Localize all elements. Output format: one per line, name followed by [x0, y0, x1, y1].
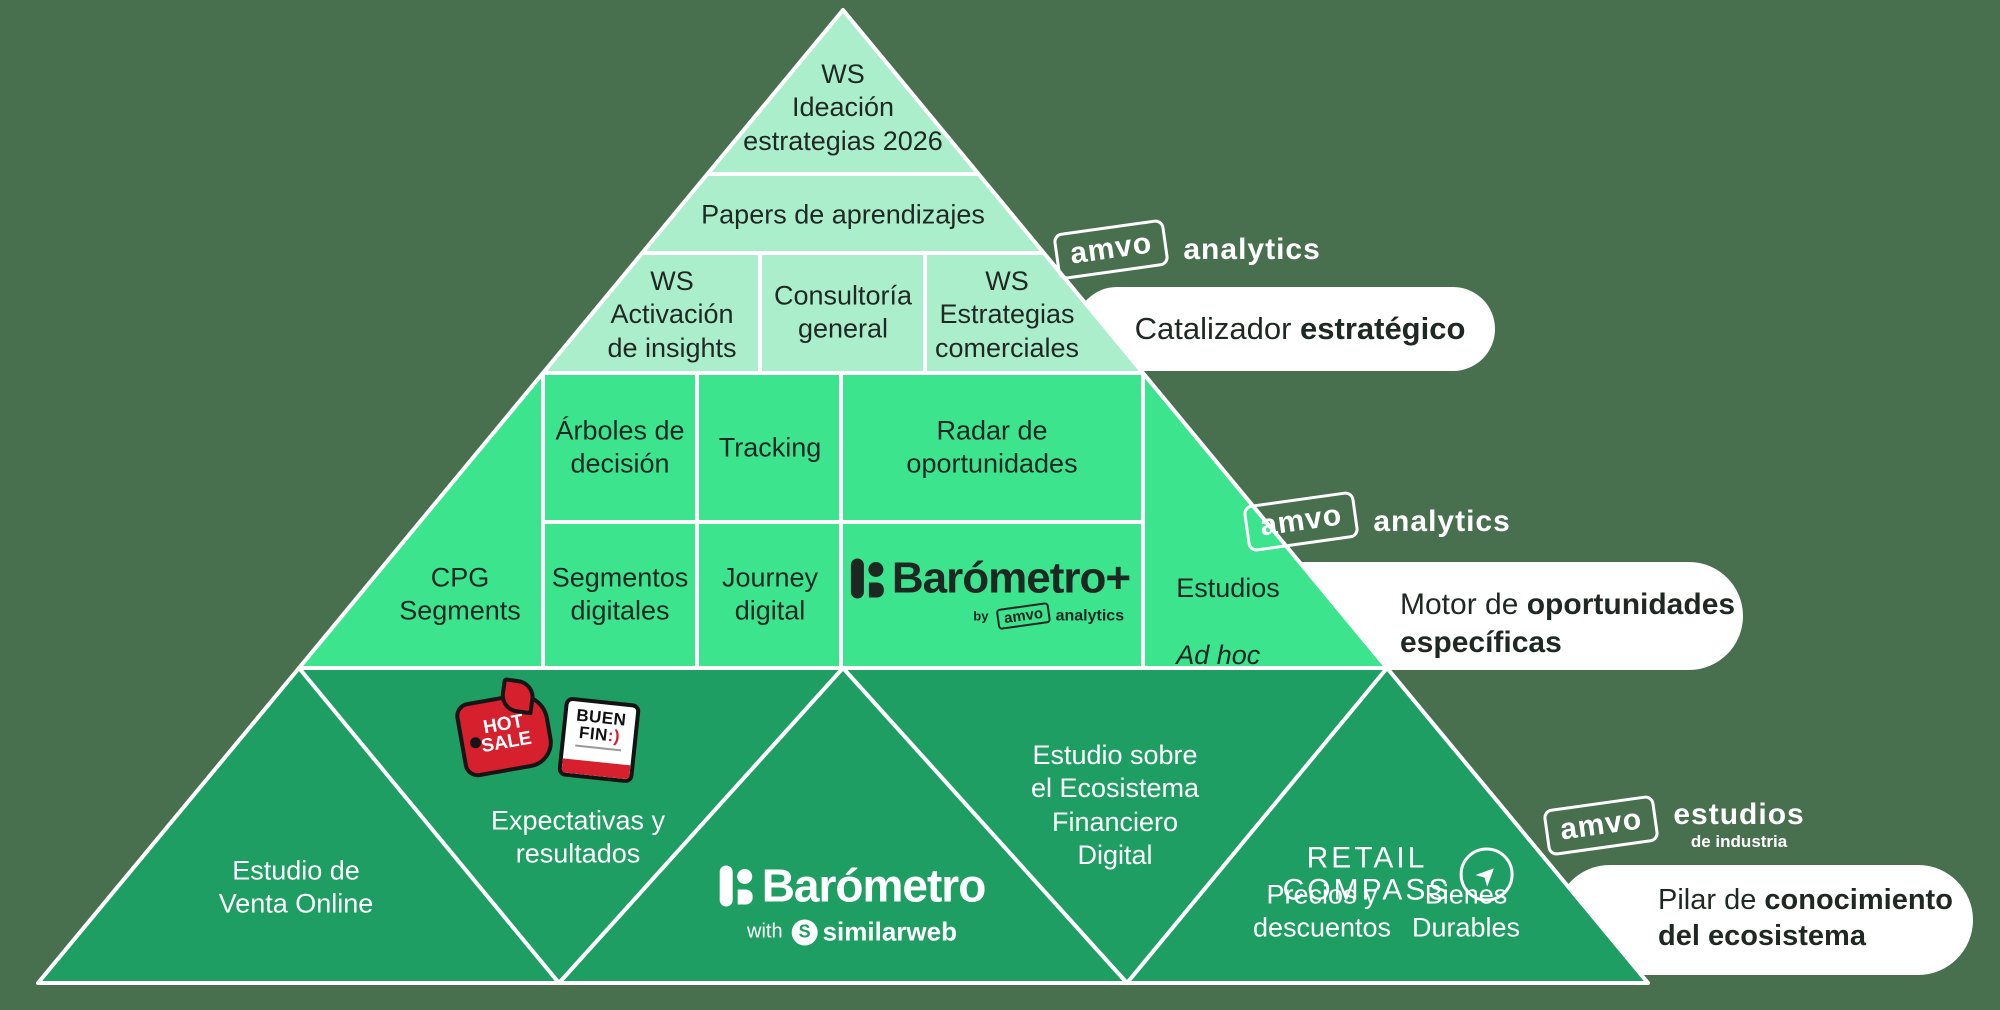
- barometro-plus-icon: [850, 558, 884, 599]
- tier-middle-dividers: [541, 373, 1145, 668]
- label-arboles: Árboles de decisión: [555, 415, 685, 479]
- label-radar: Radar de oportunidades: [906, 415, 1078, 479]
- label-ws-ideacion: WS Ideación estrategias 2026: [743, 58, 943, 156]
- compass-icon: ➤: [1459, 847, 1514, 901]
- tier-top-dividers: [643, 172, 1043, 373]
- label-estudios-adhoc: Estudios Ad hoc: [1176, 572, 1280, 670]
- pill-motor-label: Motor de oportunidades específicas: [1400, 588, 1736, 659]
- label-precios: Precios y descuentos: [1252, 879, 1392, 943]
- label-ws-estrategias: WS Estrategias comerciales: [934, 265, 1080, 363]
- barometro-similarweb-logo: Barómetro with S similarweb: [719, 859, 986, 948]
- barometro-plus-logo: Barómetro+ by amvo analytics: [850, 554, 1131, 631]
- tier-bottom-dividers: [297, 666, 1389, 985]
- amvo-mini-icon: amvo: [995, 601, 1051, 631]
- retail-compass-logo: RETAIL COMPASS ➤: [1283, 842, 1514, 906]
- pill-pilar-label: Pilar de conocimiento del ecosistema: [1658, 884, 1953, 953]
- label-venta-online: Estudio de Venta Online: [218, 855, 374, 919]
- amvo-estudios-logo: amvo estudios de industria: [1542, 793, 1805, 857]
- label-bienes: Bienes Durables: [1411, 879, 1521, 943]
- pill-catalizador-label: Catalizador estratégico: [1134, 311, 1466, 346]
- label-ecosistema-financiero: Estudio sobre el Ecosistema Financiero D…: [1030, 740, 1200, 871]
- amvo-box-icon: amvo: [1052, 218, 1171, 281]
- label-expectativas: Expectativas y resultados: [490, 805, 666, 869]
- similarweb-icon: S: [791, 919, 818, 945]
- pill-catalizador: [1075, 287, 1495, 371]
- label-tracking: Tracking: [718, 432, 822, 463]
- label-cpg-segments: CPG Segments: [399, 562, 521, 626]
- amvo-analytics-logo-middle: amvo analytics: [1242, 490, 1511, 553]
- amvo-box-icon: amvo: [1542, 793, 1661, 857]
- buen-fin-badge: BUEN FIN:): [557, 696, 641, 784]
- amvo-analytics-logo-top: amvo analytics: [1052, 218, 1321, 281]
- label-papers: Papers de aprendizajes: [701, 199, 985, 230]
- label-segmentos: Segmentos digitales: [551, 562, 689, 626]
- label-journey: Journey digital: [721, 562, 819, 626]
- red-strip: [561, 758, 631, 780]
- amvo-box-icon: amvo: [1242, 490, 1361, 553]
- label-consultoria: Consultoría general: [773, 280, 913, 344]
- barometro-icon: [719, 865, 753, 907]
- label-ws-activacion: WS Activación de insights: [607, 265, 737, 363]
